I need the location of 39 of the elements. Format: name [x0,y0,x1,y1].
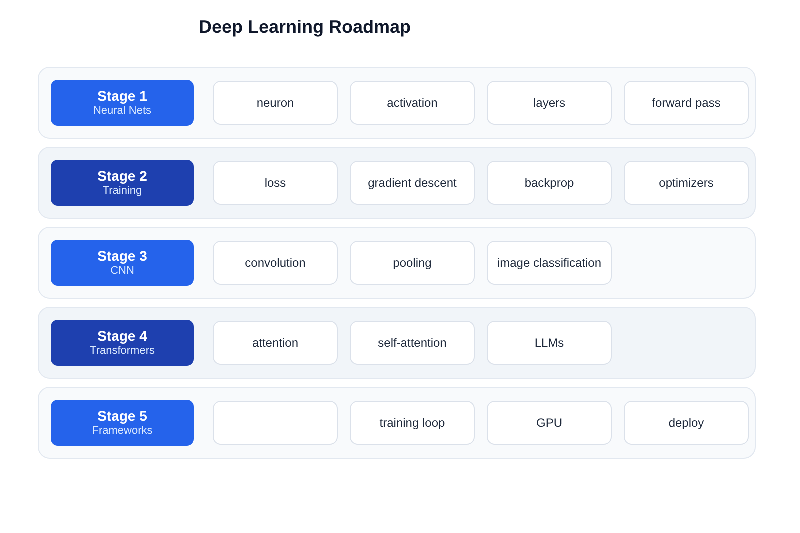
stage-title: Stage 5 [98,408,148,425]
topic-card: gradient descent [350,161,475,205]
stage-title: Stage 3 [98,248,148,265]
stage-band [38,387,756,459]
topic-card: activation [350,81,475,125]
topic-card: LLMs [487,321,612,365]
stage-card [51,160,194,206]
stage-band [38,307,756,379]
topic-card: GPU [487,401,612,445]
stage-card [51,400,194,446]
topic-card: self-attention [350,321,475,365]
topic-card: loss [213,161,338,205]
stage-band [38,227,756,299]
stage-band [38,147,756,219]
topic-card: neuron [213,81,338,125]
stage-card [51,80,194,126]
stage-subtitle: Neural Nets [93,105,152,118]
stage-subtitle: Transformers [90,345,155,358]
topic-card: image classification [487,241,612,285]
stage-subtitle: Frameworks [92,425,153,438]
stage-subtitle: CNN [110,265,134,278]
stage-card [51,240,194,286]
stage-title: Stage 1 [98,88,148,105]
topic-card: optimizers [624,161,749,205]
topic-card: training loop [350,401,475,445]
stage-title: Stage 2 [98,168,148,185]
topic-card [213,401,338,445]
stage-card [51,320,194,366]
topic-card: pooling [350,241,475,285]
topic-card: layers [487,81,612,125]
stage-title: Stage 4 [98,328,148,345]
diagram-title: Deep Learning Roadmap [198,17,412,38]
topic-card: deploy [624,401,749,445]
topic-card: forward pass [624,81,749,125]
stage-band [38,67,756,139]
topic-card: backprop [487,161,612,205]
topic-card: convolution [213,241,338,285]
stage-subtitle: Training [102,185,142,198]
topic-card: attention [213,321,338,365]
